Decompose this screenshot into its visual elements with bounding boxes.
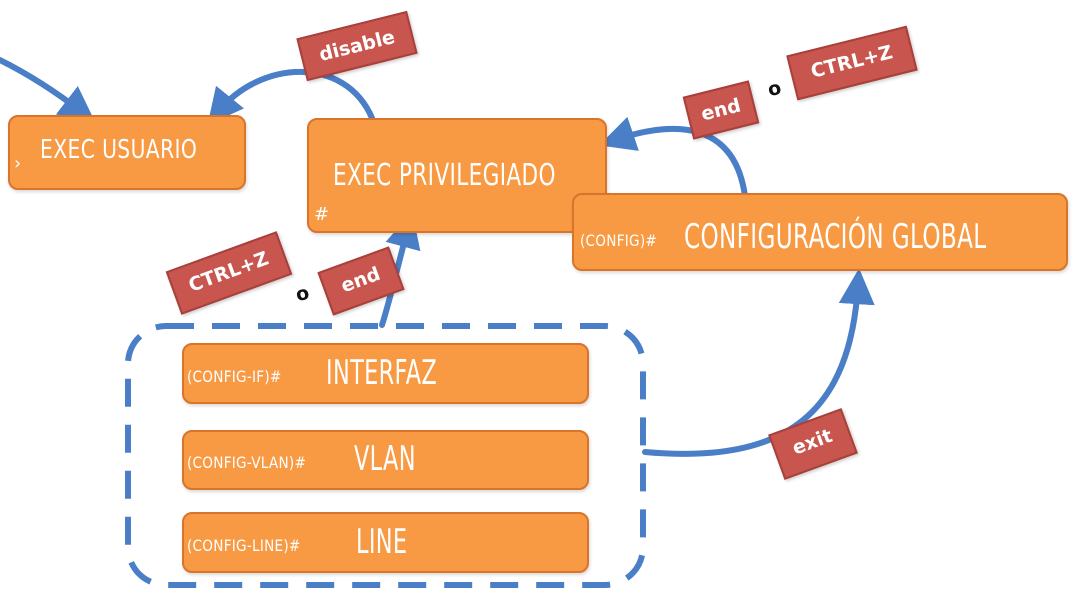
mode-box-vlan: (CONFIG-VLAN)# VLAN	[182, 430, 589, 490]
arrow-into-user-exec	[0, 57, 96, 123]
mode-name-priv-exec: EXEC PRIVILEGIADO	[333, 158, 556, 193]
mode-prompt-line: (CONFIG-LINE)#	[187, 536, 301, 555]
mode-prompt-priv-exec: #	[314, 204, 330, 225]
mode-box-line: (CONFIG-LINE)# LINE	[182, 512, 589, 573]
mode-box-global-config: (CONFIG)# CONFIGURACIÓN GLOBAL	[572, 193, 1068, 271]
arrow-disable	[207, 69, 375, 126]
mode-box-priv-exec: EXEC PRIVILEGIADO #	[307, 118, 607, 233]
mode-name-user-exec: EXEC USUARIO	[40, 135, 198, 165]
mode-name-interface: INTERFAZ	[326, 353, 438, 393]
arrow-end-top	[599, 116, 748, 199]
arrow-exit	[642, 268, 875, 457]
mode-prompt-vlan: (CONFIG-VLAN)#	[187, 453, 307, 472]
mode-name-global-config: CONFIGURACIÓN GLOBAL	[684, 217, 987, 257]
mode-box-user-exec: › EXEC USUARIO	[8, 115, 246, 190]
mode-prompt-interface: (CONFIG-IF)#	[187, 367, 282, 386]
mode-prompt-global-config: (CONFIG)#	[580, 231, 658, 250]
mode-name-vlan: VLAN	[354, 439, 416, 479]
mode-name-line: LINE	[356, 522, 408, 562]
mode-box-interface: (CONFIG-IF)# INTERFAZ	[182, 343, 589, 404]
mode-prompt-user-exec: ›	[14, 153, 22, 174]
